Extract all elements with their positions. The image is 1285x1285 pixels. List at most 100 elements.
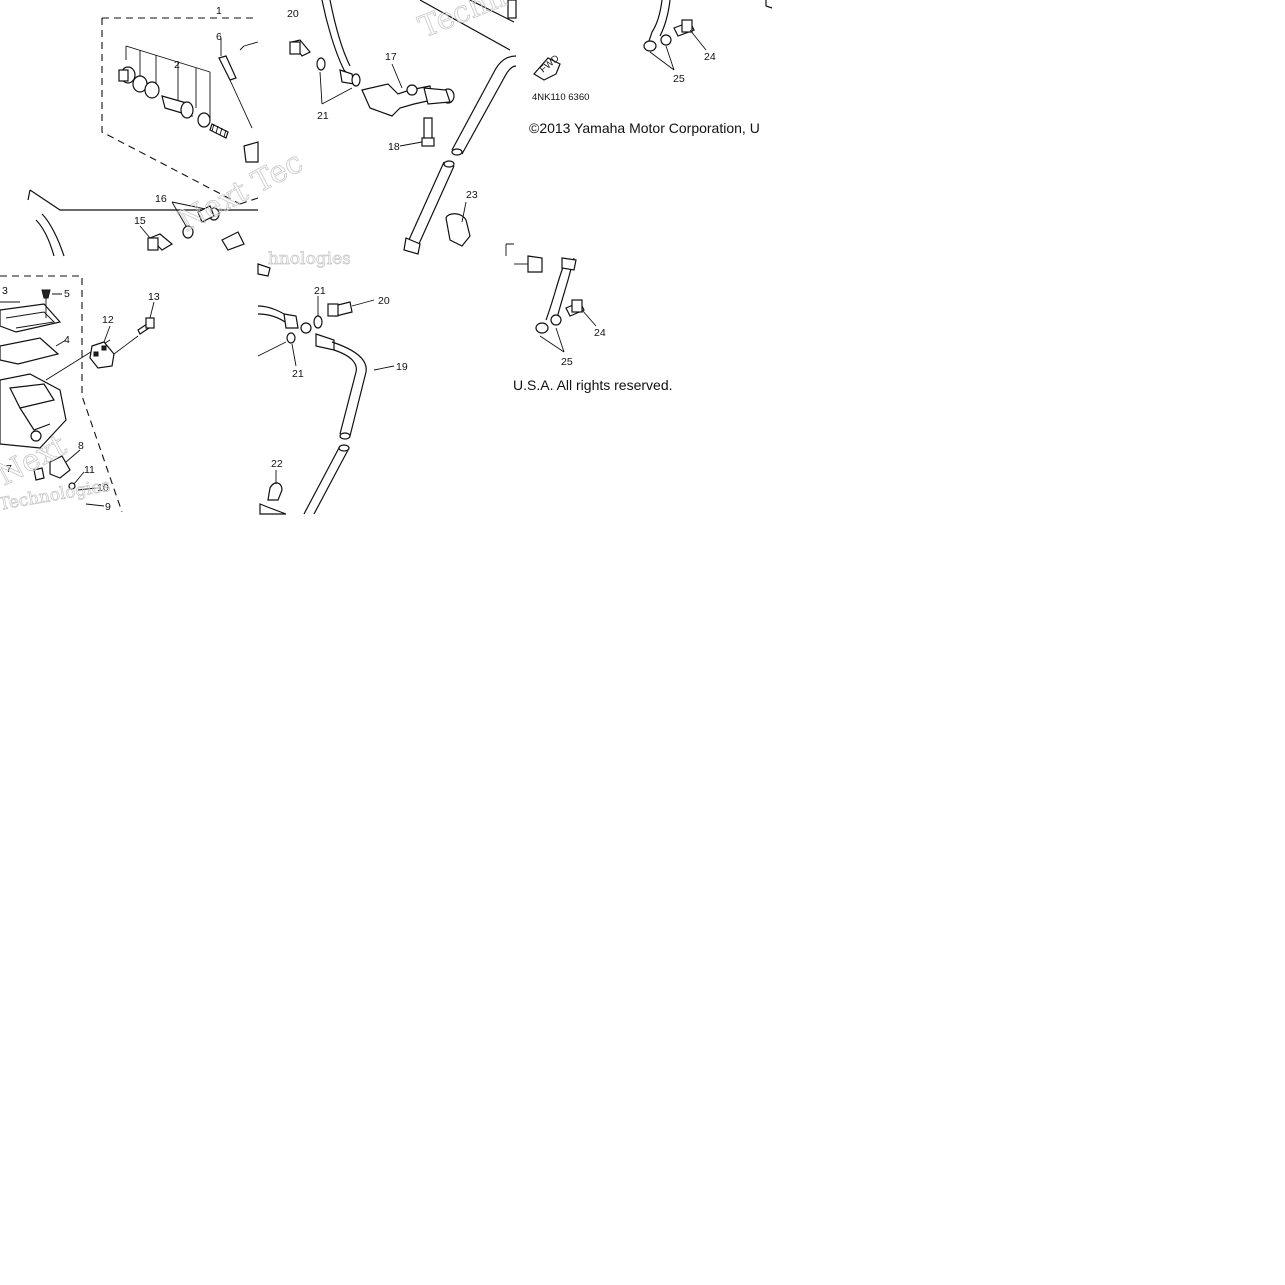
body-detail-line xyxy=(19,407,51,431)
caliper-hose xyxy=(647,0,663,45)
kit-dashed-outline xyxy=(101,17,259,205)
callout-21a: 21 xyxy=(317,110,329,122)
callout-13: 13 xyxy=(148,291,160,303)
reservoir-window xyxy=(9,383,55,409)
callout-23: 23 xyxy=(466,189,478,201)
callout-8: 8 xyxy=(78,440,84,452)
callout-21c: 21 xyxy=(292,368,304,380)
part-19-leader xyxy=(373,365,395,371)
callout-20a: 20 xyxy=(287,8,299,20)
part-18-leader xyxy=(399,141,423,147)
banjo-fitting-shape xyxy=(221,231,245,251)
part-12-leader xyxy=(103,325,139,355)
callout-11: 11 xyxy=(84,464,95,476)
callout-3: 3 xyxy=(2,285,8,297)
hose-joint-lower-shape xyxy=(561,257,577,271)
watermark-mid2: hnologies xyxy=(268,249,351,269)
screw-5-shape xyxy=(41,289,51,299)
part-20b-leader xyxy=(351,299,375,307)
frame-stub-shape xyxy=(507,0,517,19)
callout-1: 1 xyxy=(216,5,222,17)
three-way-joint-17-shape xyxy=(361,83,433,117)
part-2-bracket-lines xyxy=(125,45,211,118)
washer-21b-shape xyxy=(351,73,361,87)
callout-12: 12 xyxy=(102,314,114,326)
callout-5: 5 xyxy=(64,288,70,300)
callout-20b: 20 xyxy=(378,295,390,307)
brake-hose-upper-2 xyxy=(329,0,351,67)
hose-fitting-shape xyxy=(197,205,215,223)
part-25-leaders xyxy=(649,45,675,71)
washer-25a-shape xyxy=(643,40,657,52)
hose-19-cut-end-2 xyxy=(338,444,350,452)
callout-4: 4 xyxy=(64,334,70,346)
brake-hose-lower xyxy=(407,161,455,247)
caliper-side-lower-tile: 24 25 U.S.A. All rights reserved. xyxy=(505,243,673,393)
callout-17: 17 xyxy=(385,51,397,63)
part-24b-leader xyxy=(581,309,597,327)
caliper-hose-2 xyxy=(659,0,671,37)
brake-hose-19 xyxy=(331,341,367,437)
axis-line-lower xyxy=(257,341,287,357)
callout-19: 19 xyxy=(396,361,408,373)
bolt-24b-head xyxy=(571,299,583,313)
bolt-13-head xyxy=(145,317,155,329)
drawing-code: 4NK110 6360 xyxy=(532,92,589,103)
part-11-leader xyxy=(73,471,85,485)
callout-25a: 25 xyxy=(673,73,685,85)
union-bolt-20-head xyxy=(289,41,301,55)
callout-18: 18 xyxy=(388,141,400,153)
part-6-leader xyxy=(220,38,253,129)
part-25-leaders-lower xyxy=(539,327,565,353)
washer-shape xyxy=(197,112,211,128)
spring-shape xyxy=(209,123,229,139)
washer-21c-shape xyxy=(313,315,323,329)
union-washer-shape xyxy=(300,322,312,334)
caliper-body-shape xyxy=(243,141,259,163)
cover-edge-line xyxy=(27,189,258,211)
reservoir-cap-3-shape xyxy=(0,303,62,333)
cap-inner-line xyxy=(5,311,55,329)
brake-hose-upper-tile: 20 21 17 18 23 Techn hnologies xyxy=(268,0,517,269)
watermark-mid1: Next Tec xyxy=(173,145,308,239)
part-21-leaders-lower xyxy=(291,296,319,367)
hose-cut-end xyxy=(451,148,463,156)
part-9-leader xyxy=(85,503,105,507)
hose-cut-end-2 xyxy=(443,160,455,168)
part-21-leaders xyxy=(319,71,353,105)
joint-port-shape xyxy=(406,84,418,96)
hose-clamp-23-shape xyxy=(445,213,471,247)
part-23-leader xyxy=(461,201,467,223)
holder-hole-1 xyxy=(93,351,99,357)
union-bolt-20b-head xyxy=(327,303,339,317)
brake-hose-upper xyxy=(321,0,351,77)
callout-6: 6 xyxy=(216,31,222,43)
part-7-shape xyxy=(33,467,45,481)
frame-edge-lines xyxy=(419,0,515,51)
brake-switch-8-shape xyxy=(49,455,71,479)
brake-hose-19-lower xyxy=(303,445,349,515)
callout-10: 10 xyxy=(97,482,109,494)
callout-2: 2 xyxy=(174,59,180,71)
union-bolt-head-shape xyxy=(147,237,159,251)
reservoir-dashed-outline xyxy=(0,275,123,513)
hose-fitting-lower xyxy=(403,237,421,255)
spring-coils xyxy=(211,123,227,138)
part-5-leader xyxy=(45,293,62,318)
part-17-leader xyxy=(391,63,403,89)
piston-body-shape xyxy=(118,69,129,82)
hose-clamp-22-shape xyxy=(267,482,283,501)
master-cylinder-tile: 3 5 4 12 13 8 7 11 10 9 Next Technologie… xyxy=(0,275,160,515)
joint-arm-shape xyxy=(423,87,451,105)
seal-ring-2-shape xyxy=(144,81,160,99)
master-cylinder-kit-tile: 1 2 6 15 16 Next Tec xyxy=(27,5,309,257)
hose-left-line xyxy=(41,213,65,257)
washer-25d-shape xyxy=(550,314,562,326)
frame-corner-lower xyxy=(505,243,514,256)
washer-21a-shape xyxy=(316,57,326,71)
bleed-screw-shape xyxy=(218,55,237,81)
callout-9: 9 xyxy=(105,501,111,513)
part-4-leader xyxy=(55,339,67,347)
fitting-lower-shape xyxy=(527,255,543,273)
watermark-top: Techn xyxy=(414,0,511,45)
